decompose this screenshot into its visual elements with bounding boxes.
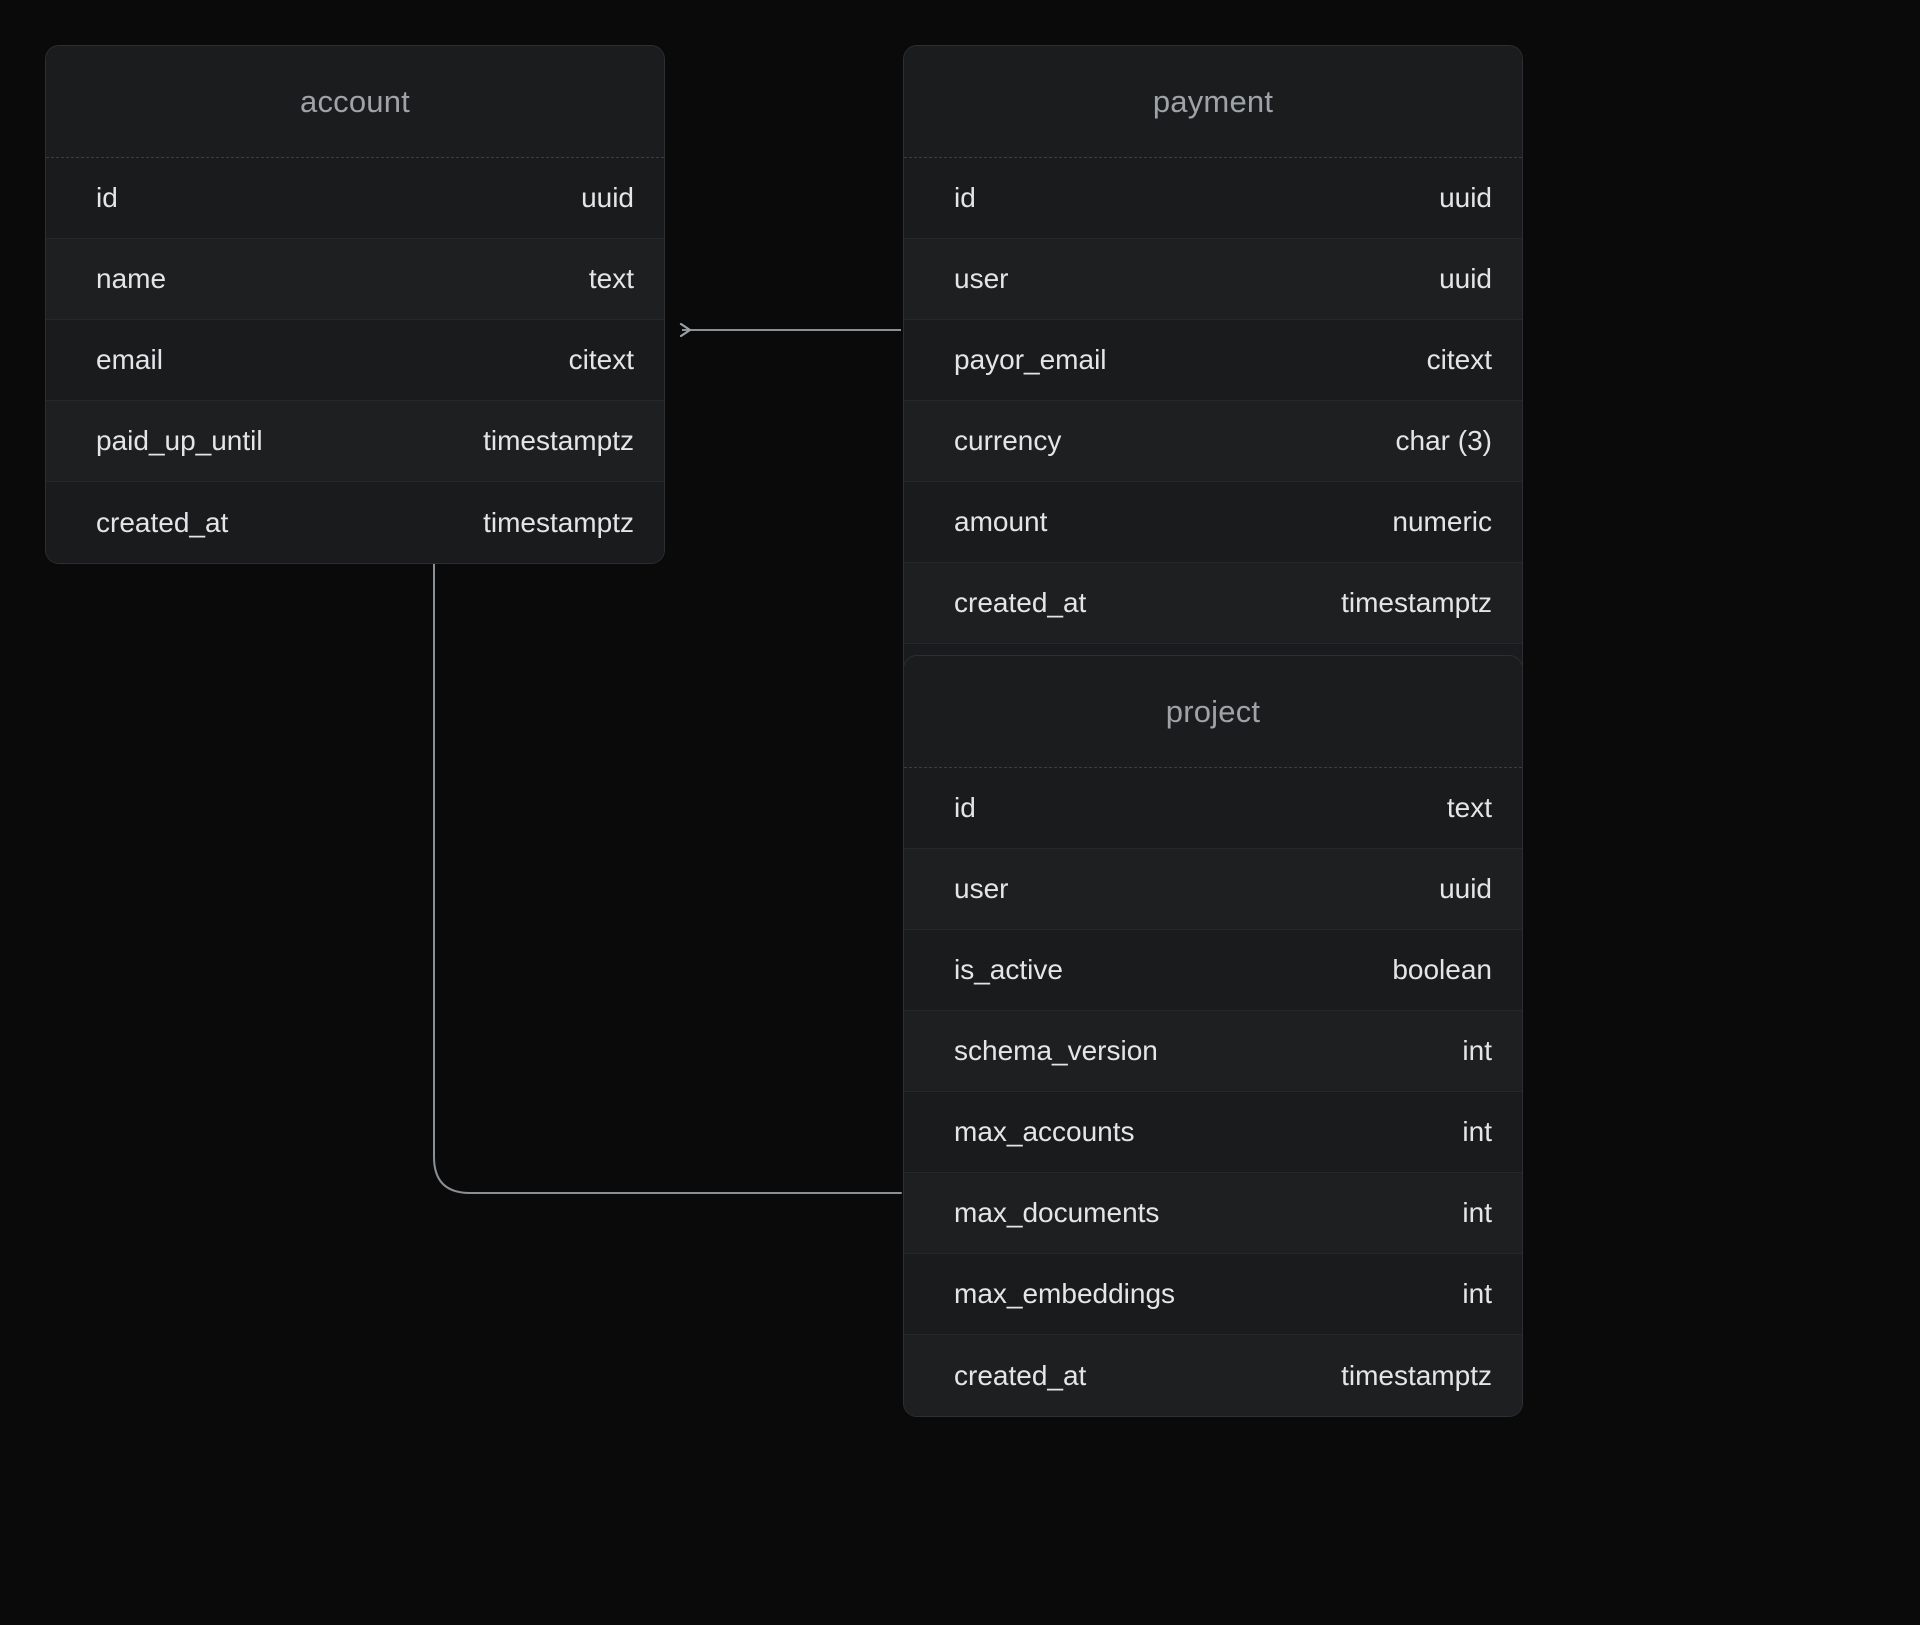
field-name: email — [96, 344, 163, 375]
entity-project[interactable]: project id text user uuid is_active bool… — [903, 655, 1523, 1417]
field-name: created_at — [96, 506, 229, 538]
field-name: user — [954, 263, 1009, 294]
field-name: max_accounts — [954, 1116, 1135, 1147]
field-list-project: id text user uuid is_active boolean sche… — [904, 768, 1522, 1416]
field-type: text — [588, 263, 634, 294]
field-name: user — [954, 873, 1009, 904]
field-name: id — [96, 182, 118, 213]
field-name: id — [954, 792, 976, 823]
table-row[interactable]: max_documents int — [904, 1173, 1522, 1254]
field-list-account: id uuid name text email citext paid_up_u… — [46, 158, 664, 563]
field-name: paid_up_until — [96, 425, 263, 456]
table-row[interactable]: paid_up_until timestamptz — [46, 401, 664, 482]
field-type: int — [1462, 1116, 1492, 1147]
entity-title-project: project — [904, 656, 1522, 768]
entity-title-account: account — [46, 46, 664, 158]
field-type: boolean — [1392, 954, 1492, 985]
field-name: currency — [954, 425, 1062, 456]
field-type: timestamptz — [483, 506, 634, 538]
entity-account[interactable]: account id uuid name text email citext p… — [45, 45, 665, 564]
field-type: uuid — [1439, 873, 1492, 904]
field-type: int — [1462, 1035, 1492, 1066]
table-row[interactable]: email citext — [46, 320, 664, 401]
table-row[interactable]: created_at timestamptz — [904, 563, 1522, 644]
field-type: timestamptz — [1341, 1359, 1492, 1391]
field-type: text — [1446, 792, 1492, 823]
field-name: payor_email — [954, 344, 1107, 375]
table-row[interactable]: schema_version int — [904, 1011, 1522, 1092]
field-type: timestamptz — [483, 425, 634, 456]
field-name: is_active — [954, 954, 1063, 985]
field-type: uuid — [1439, 263, 1492, 294]
table-row[interactable]: id uuid — [904, 158, 1522, 239]
field-name: created_at — [954, 1359, 1087, 1391]
table-row[interactable]: is_active boolean — [904, 930, 1522, 1011]
table-row[interactable]: amount numeric — [904, 482, 1522, 563]
table-row[interactable]: name text — [46, 239, 664, 320]
field-type: uuid — [1439, 182, 1492, 213]
entity-title-payment: payment — [904, 46, 1522, 158]
field-name: max_documents — [954, 1197, 1160, 1228]
edge-project-to-account — [434, 500, 902, 1194]
table-row[interactable]: user uuid — [904, 849, 1522, 930]
table-row[interactable]: id text — [904, 768, 1522, 849]
field-type: timestamptz — [1341, 587, 1492, 618]
field-name: name — [96, 263, 167, 294]
entity-payment[interactable]: payment id uuid user uuid payor_email ci… — [903, 45, 1523, 726]
field-list-payment: id uuid user uuid payor_email citext cur… — [904, 158, 1522, 725]
table-row[interactable]: created_at timestamptz — [46, 482, 664, 563]
table-row[interactable]: user uuid — [904, 239, 1522, 320]
field-type: int — [1462, 1197, 1492, 1228]
table-row[interactable]: payor_email citext — [904, 320, 1522, 401]
table-row[interactable]: currency char (3) — [904, 401, 1522, 482]
field-name: max_embeddings — [954, 1278, 1176, 1309]
field-type: citext — [1426, 344, 1492, 375]
field-type: uuid — [581, 182, 634, 213]
field-type: char (3) — [1395, 425, 1492, 456]
field-type: numeric — [1392, 506, 1492, 537]
field-name: schema_version — [954, 1035, 1158, 1066]
field-type: int — [1462, 1278, 1492, 1309]
table-row[interactable]: created_at timestamptz — [904, 1335, 1522, 1416]
table-row[interactable]: max_accounts int — [904, 1092, 1522, 1173]
field-name: amount — [954, 506, 1048, 537]
table-row[interactable]: max_embeddings int — [904, 1254, 1522, 1335]
field-name: id — [954, 182, 976, 213]
field-type: citext — [568, 344, 634, 375]
table-row[interactable]: id uuid — [46, 158, 664, 239]
field-name: created_at — [954, 587, 1087, 618]
